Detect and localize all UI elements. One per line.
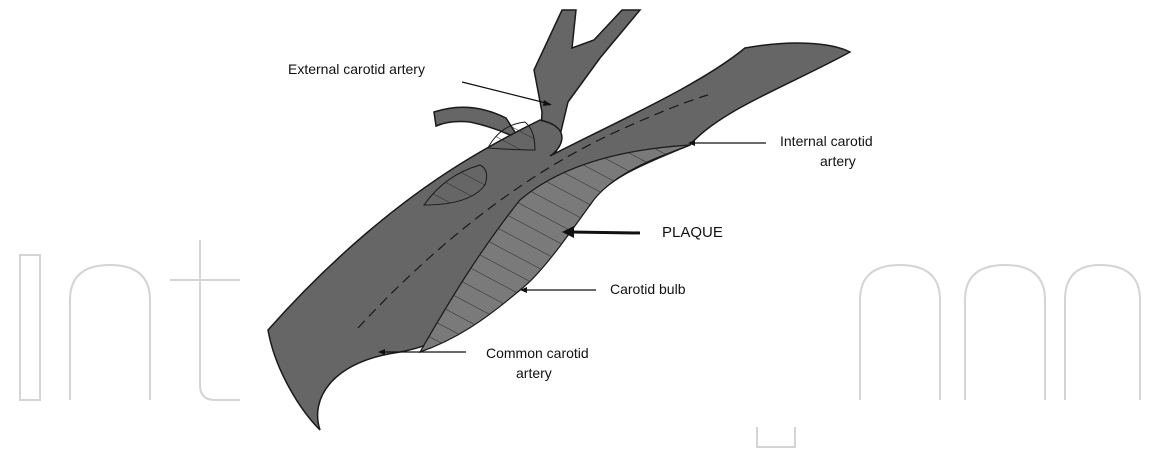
internal-carotid-label-line1: Internal carotid xyxy=(780,133,873,149)
internal-carotid-label-line2: artery xyxy=(820,153,856,169)
watermark xyxy=(20,240,1140,447)
plaque-leader xyxy=(570,232,640,233)
common-carotid-label-line2: artery xyxy=(516,365,552,381)
plaque-label: PLAQUE xyxy=(662,224,723,241)
carotid-bulb-label: Carotid bulb xyxy=(610,281,686,297)
common-carotid-label-line1: Common carotid xyxy=(486,345,589,361)
external-carotid-label: External carotid artery xyxy=(288,61,425,77)
